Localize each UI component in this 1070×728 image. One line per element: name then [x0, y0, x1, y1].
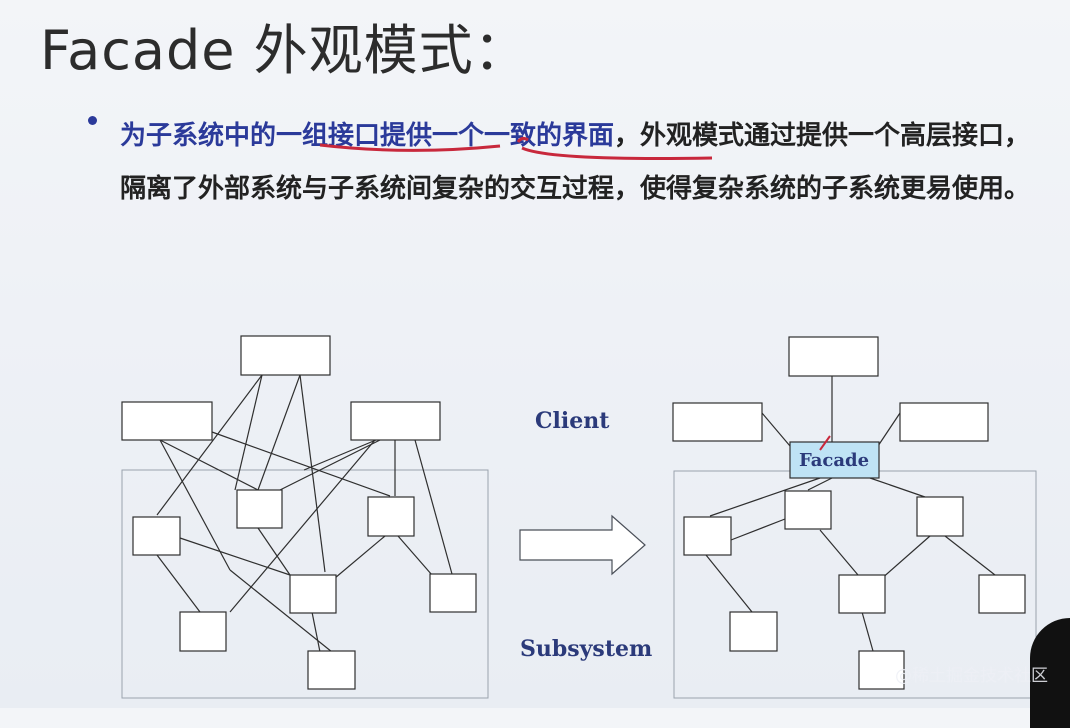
subsystem-box — [132, 516, 181, 556]
facade-label: Facade — [799, 450, 869, 471]
subsystem-box — [858, 650, 905, 690]
client-box — [350, 401, 441, 441]
underline-mark — [319, 143, 501, 152]
right-connections — [705, 376, 996, 652]
subsystem-box — [289, 574, 337, 614]
subsystem-box — [916, 496, 964, 537]
bullet-dot-icon — [88, 116, 97, 125]
left-connections — [156, 374, 453, 653]
slide-title: Facade 外观模式： — [40, 19, 529, 82]
client-box — [899, 402, 989, 442]
subsystem-label: Subsystem — [520, 636, 652, 662]
pointer-mark — [819, 435, 831, 451]
facade-box — [789, 441, 880, 479]
body-text: ，外观模式通过提供一个高层接口，隔离了外部系统与子系统间复杂的交互过程，使得复杂… — [120, 121, 1031, 204]
client-box — [240, 335, 331, 376]
client-box — [788, 336, 879, 377]
subsystem-box — [307, 650, 356, 690]
facade-diagram: Client Subsystem Facade — [121, 136, 1037, 699]
subsystem-box — [978, 574, 1026, 614]
subsystem-box — [683, 516, 732, 556]
right-arrow-icon — [519, 514, 646, 576]
subsystem-box — [429, 573, 477, 613]
watermark: @稀土掘金技术社区 — [895, 666, 1048, 686]
underline-mark — [521, 146, 713, 160]
subsystem-box — [729, 611, 778, 652]
highlight-text: 为子系统中的一组接口提供一个一致的界面 — [120, 121, 615, 151]
client-label: Client — [535, 408, 610, 434]
underline-mark — [516, 136, 529, 143]
client-box — [672, 402, 763, 442]
subsystem-box — [179, 611, 227, 652]
right-nodes — [672, 336, 1026, 690]
client-box — [121, 401, 213, 441]
subsystem-box — [784, 490, 832, 530]
subsystem-box — [838, 574, 886, 614]
subsystem-box — [367, 496, 415, 537]
left-nodes — [121, 335, 477, 690]
subsystem-box — [236, 489, 283, 529]
bullet-text: 为子系统中的一组接口提供一个一致的界面，外观模式通过提供一个高层接口，隔离了外部… — [120, 110, 1050, 216]
